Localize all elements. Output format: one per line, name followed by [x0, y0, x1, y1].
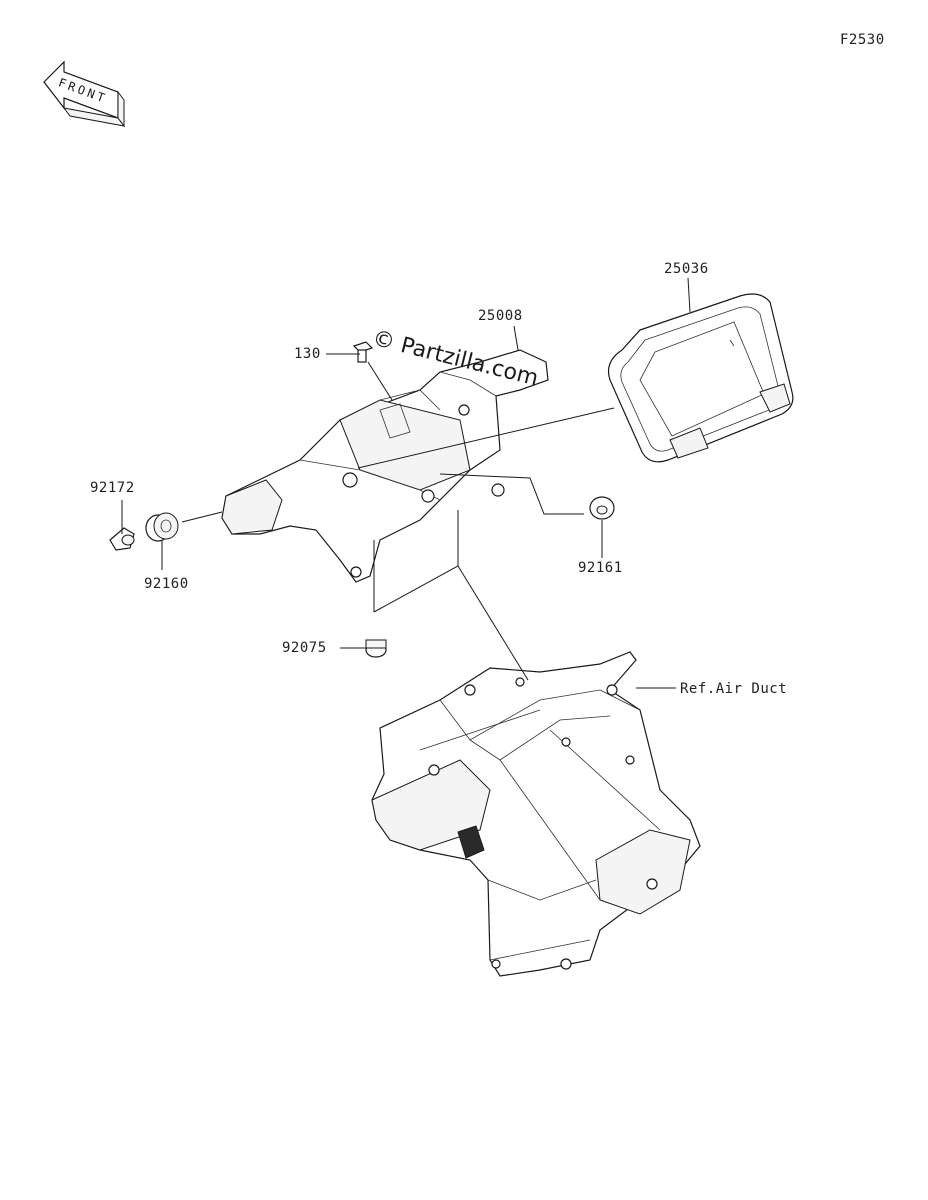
callout-25036: 25036 — [664, 261, 709, 277]
grommet-92075 — [365, 639, 387, 658]
callout-92160: 92160 — [144, 576, 189, 592]
callout-25008: 25008 — [478, 308, 523, 324]
meter-assembly — [607, 293, 794, 463]
front-arrow-icon: FRONT — [43, 60, 126, 128]
collar-92172 — [109, 527, 135, 551]
callout-92161: 92161 — [578, 560, 623, 576]
meter-bracket — [221, 349, 549, 583]
collar-92161 — [589, 496, 615, 520]
callout-130: 130 — [294, 346, 321, 362]
air-duct — [371, 651, 701, 977]
leader-lines — [121, 277, 691, 689]
figure-code: F2530 — [840, 32, 885, 48]
callout-ref-air-duct: Ref.Air Duct — [680, 681, 788, 697]
callout-92075: 92075 — [282, 640, 327, 656]
bolt-130 — [352, 341, 374, 363]
grommet-92160 — [145, 512, 179, 542]
callout-92172: 92172 — [90, 480, 135, 496]
